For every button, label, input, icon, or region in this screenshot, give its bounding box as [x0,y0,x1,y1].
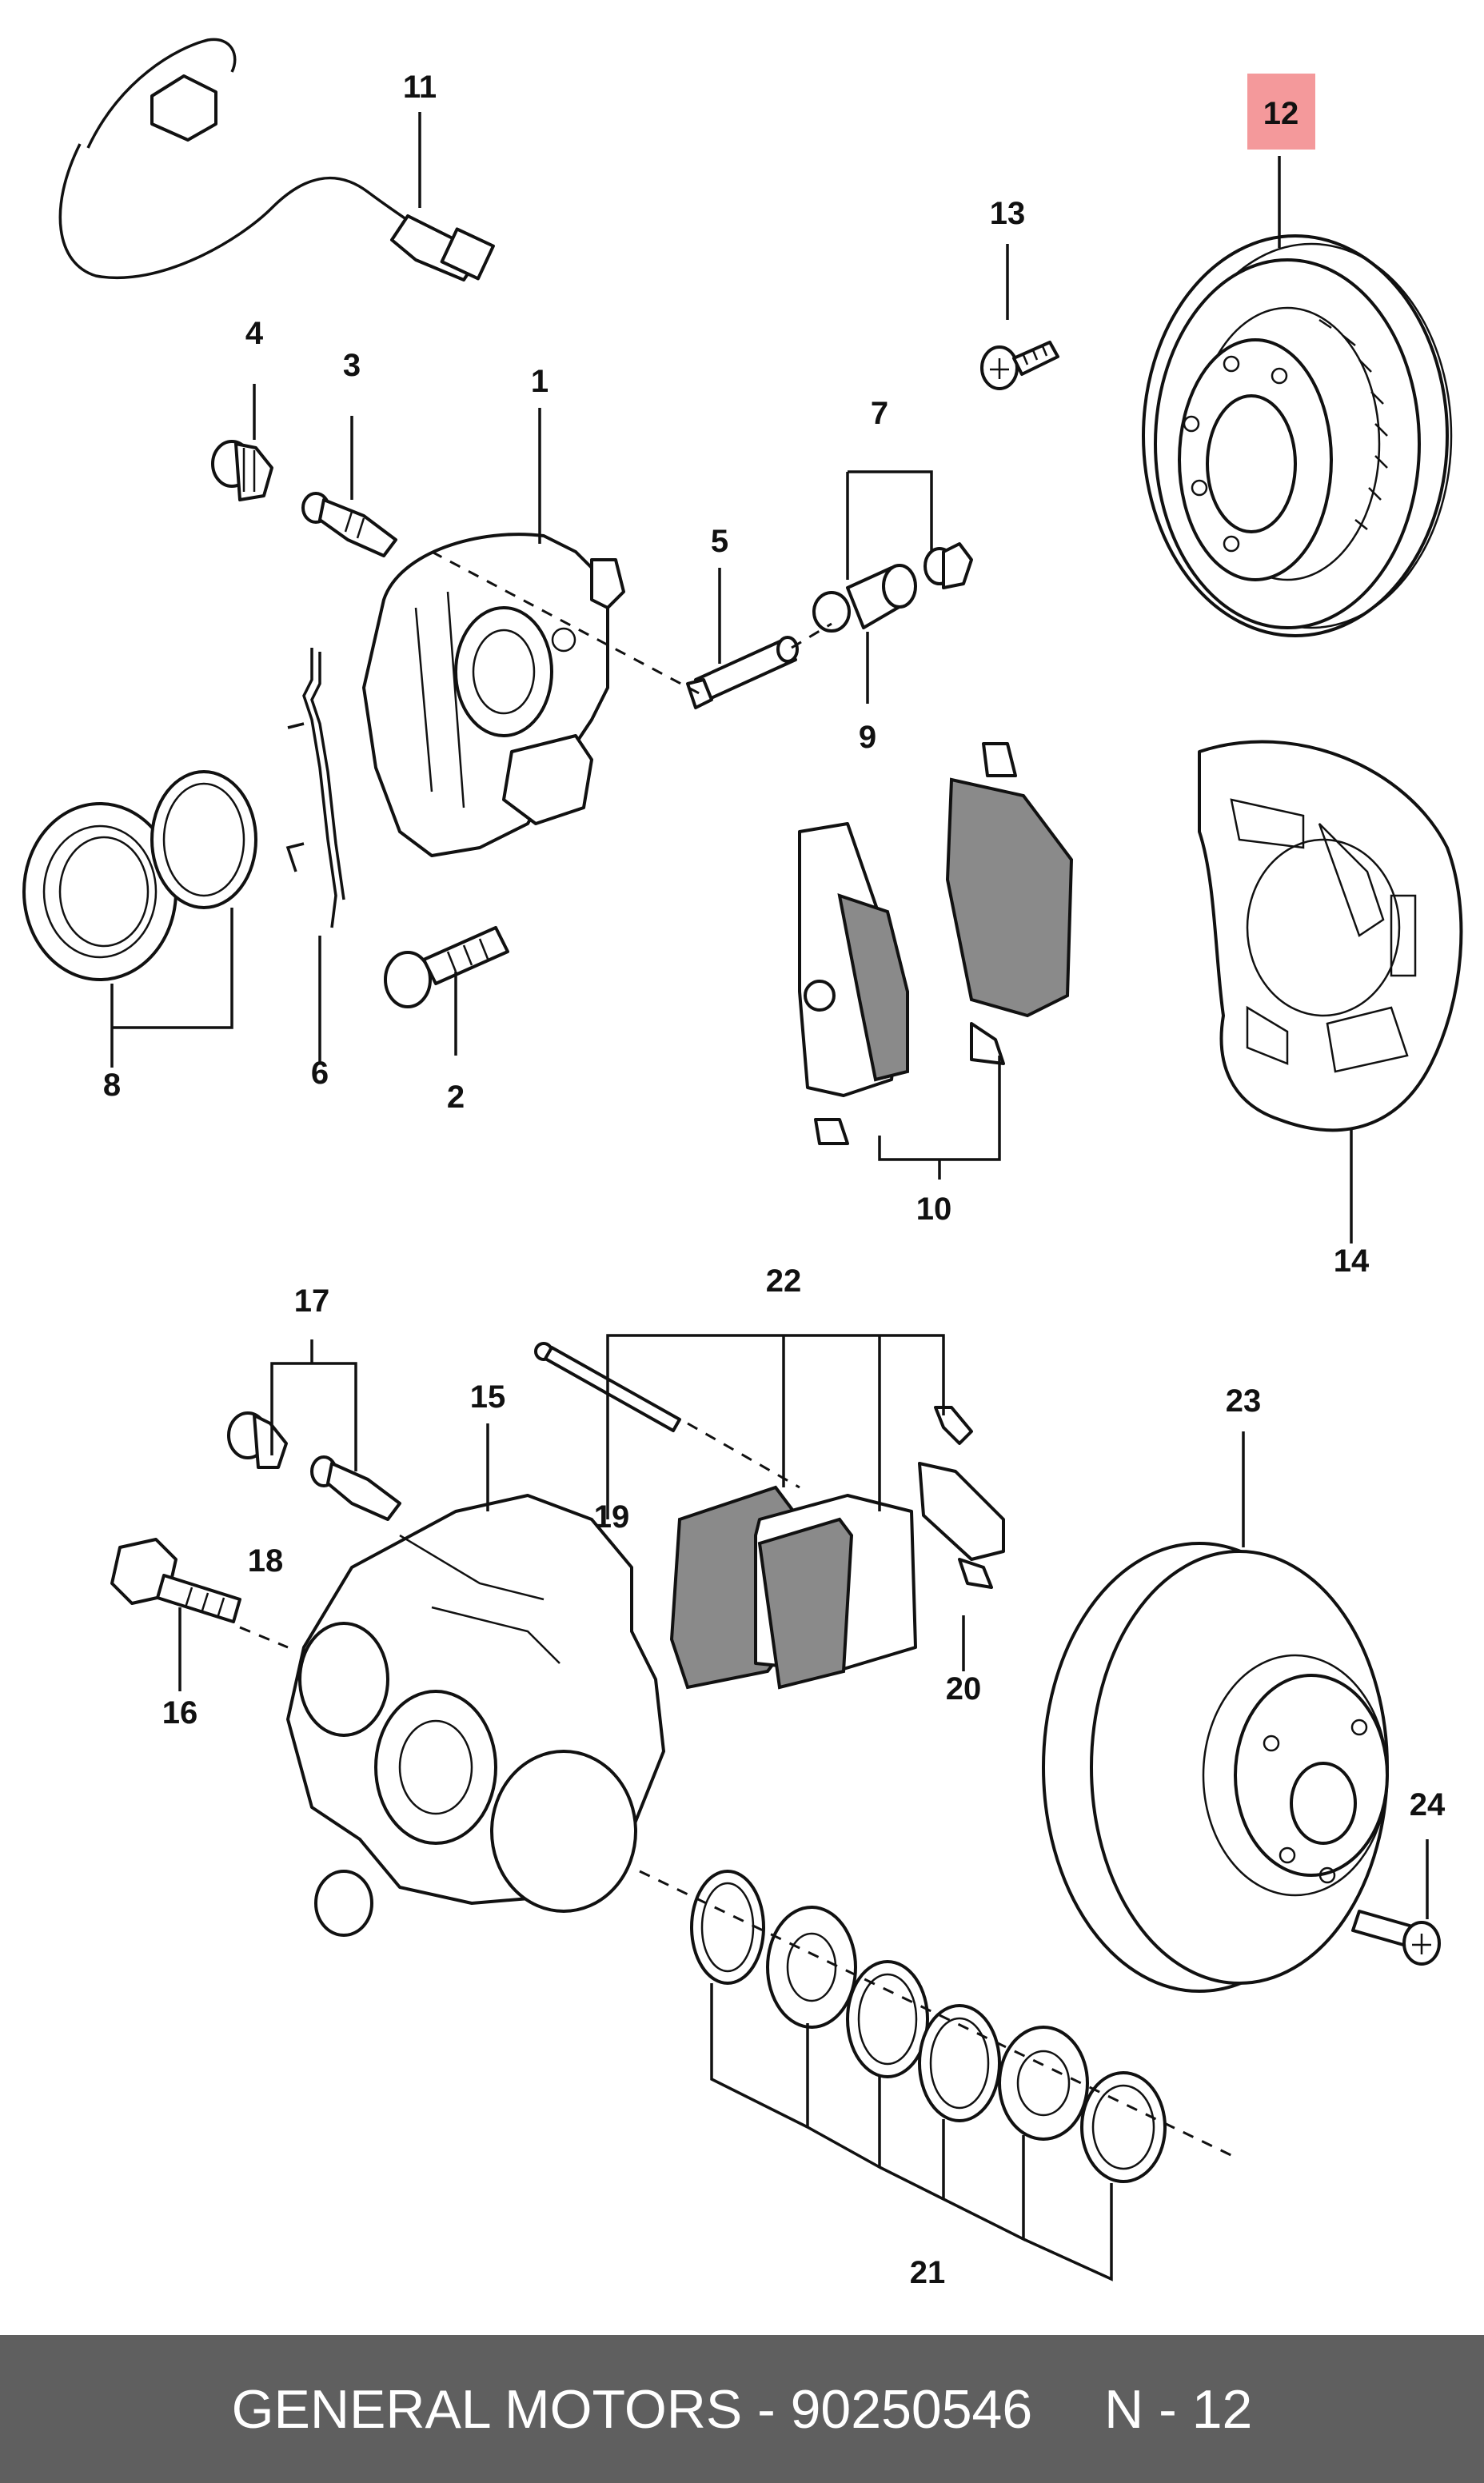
part-bleed-screw-17-18 [227,1411,401,1521]
callout-7: 7 [871,396,888,431]
callout-labels: 1 2 3 4 5 6 7 8 9 10 11 12 13 14 15 16 1… [103,70,1446,2290]
callout-12: 12 [1263,96,1299,131]
callout-17: 17 [294,1283,330,1319]
part-guide-pin-5 [686,636,799,709]
part-brake-pads-front [798,742,1074,1145]
footer-bar: GENERAL MOTORS - 90250546 N - 12 [0,2335,1484,2483]
part-brake-disc-rear [1042,1542,1389,1993]
part-screw-24 [1351,1910,1441,1966]
footer-part-number: GENERAL MOTORS - 90250546 [231,2378,1033,2440]
callout-16: 16 [162,1695,198,1731]
callout-10: 10 [916,1192,952,1227]
part-spring-clip-6 [285,648,345,928]
callout-11: 11 [403,70,437,105]
part-bolt-16 [110,1538,241,1623]
part-caliper-front [362,533,625,857]
callout-8: 8 [103,1068,121,1103]
part-pin-19 [534,1342,681,1432]
callout-21: 21 [910,2255,946,2290]
callout-18: 18 [248,1543,284,1579]
part-wear-sensor [58,38,495,281]
part-brake-pads-rear [669,1485,917,1690]
callout-23: 23 [1226,1383,1262,1419]
part-caliper-rear [286,1494,665,1937]
callout-24: 24 [1410,1787,1446,1822]
part-bolt-2 [384,926,509,1008]
part-bushing-7-9 [812,542,973,633]
callout-13: 13 [990,196,1026,231]
callout-14: 14 [1334,1243,1370,1279]
callout-6: 6 [311,1056,329,1091]
callout-9: 9 [859,720,876,755]
part-seal-kit-21 [690,1870,1167,2183]
callout-12-highlight [1247,74,1315,150]
callout-5: 5 [711,524,728,559]
callout-4: 4 [245,316,264,351]
part-splash-shield [1198,740,1463,1132]
callout-20: 20 [946,1671,982,1707]
part-brake-disc-front [1142,234,1453,637]
part-cap-4 [211,440,273,501]
callout-15: 15 [470,1379,506,1415]
part-screw-13 [980,341,1059,390]
brake-parts-diagram: 1 2 3 4 5 6 7 8 9 10 11 12 13 14 15 16 1… [22,38,1463,2290]
part-bleed-screw-3 [301,492,397,557]
callout-1: 1 [531,364,549,399]
callout-3: 3 [343,348,361,383]
part-seal-ring-8 [22,770,257,981]
callout-19: 19 [594,1499,630,1535]
leader-lines [110,112,1429,2281]
callout-22: 22 [766,1263,802,1299]
part-clip-20 [918,1406,1005,1589]
footer-reference: N - 12 [1104,2378,1253,2440]
callout-2: 2 [447,1080,465,1115]
